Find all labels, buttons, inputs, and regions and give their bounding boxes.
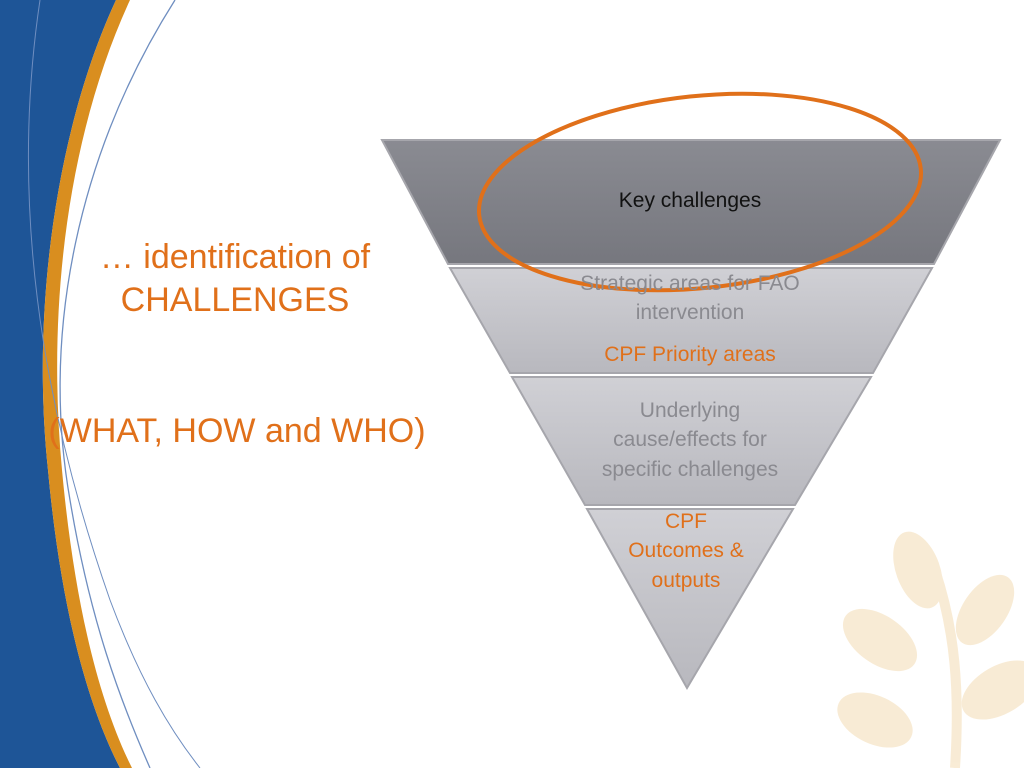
funnel-level-4	[585, 508, 795, 691]
highlight-ellipse	[476, 91, 924, 293]
left-blue-band	[0, 0, 120, 768]
left-gold-stripe	[42, 0, 132, 768]
leaf-watermark	[837, 531, 1024, 768]
level-2-line-1: Strategic areas for FAO	[580, 272, 800, 295]
level-4-label: CPF Outcomes & outputs	[586, 507, 786, 595]
level-4-line-2: Outcomes &	[628, 539, 744, 563]
funnel-level-2	[448, 267, 934, 374]
level-3-label: Underlying cause/effects for specific ch…	[540, 396, 840, 484]
level-1-label: Key challenges	[618, 189, 762, 212]
level-2-line-2: intervention	[635, 301, 745, 325]
level-4-line-3: outputs	[651, 568, 721, 592]
funnel-level-3	[510, 376, 873, 506]
heading-line-1: … identification of	[99, 238, 371, 276]
thin-curve-line-1	[59, 0, 176, 768]
heading-what-how-who: (WHAT, HOW and WHO)	[48, 412, 426, 450]
level-4-line-1: CPF	[665, 510, 707, 533]
level-3-line-1: Underlying	[639, 399, 741, 422]
heading-identification: … identification of CHALLENGES	[50, 236, 420, 321]
thin-curve-line-2	[27, 0, 201, 768]
level-3-line-3: specific challenges	[601, 457, 779, 481]
heading-line-2: CHALLENGES	[120, 280, 350, 319]
level-3-line-2: cause/effects for	[613, 428, 767, 452]
level-2-label: Strategic areas for FAO intervention	[530, 269, 850, 328]
funnel-level-1	[380, 139, 1002, 265]
level-2-sublabel: CPF Priority areas	[604, 343, 776, 366]
